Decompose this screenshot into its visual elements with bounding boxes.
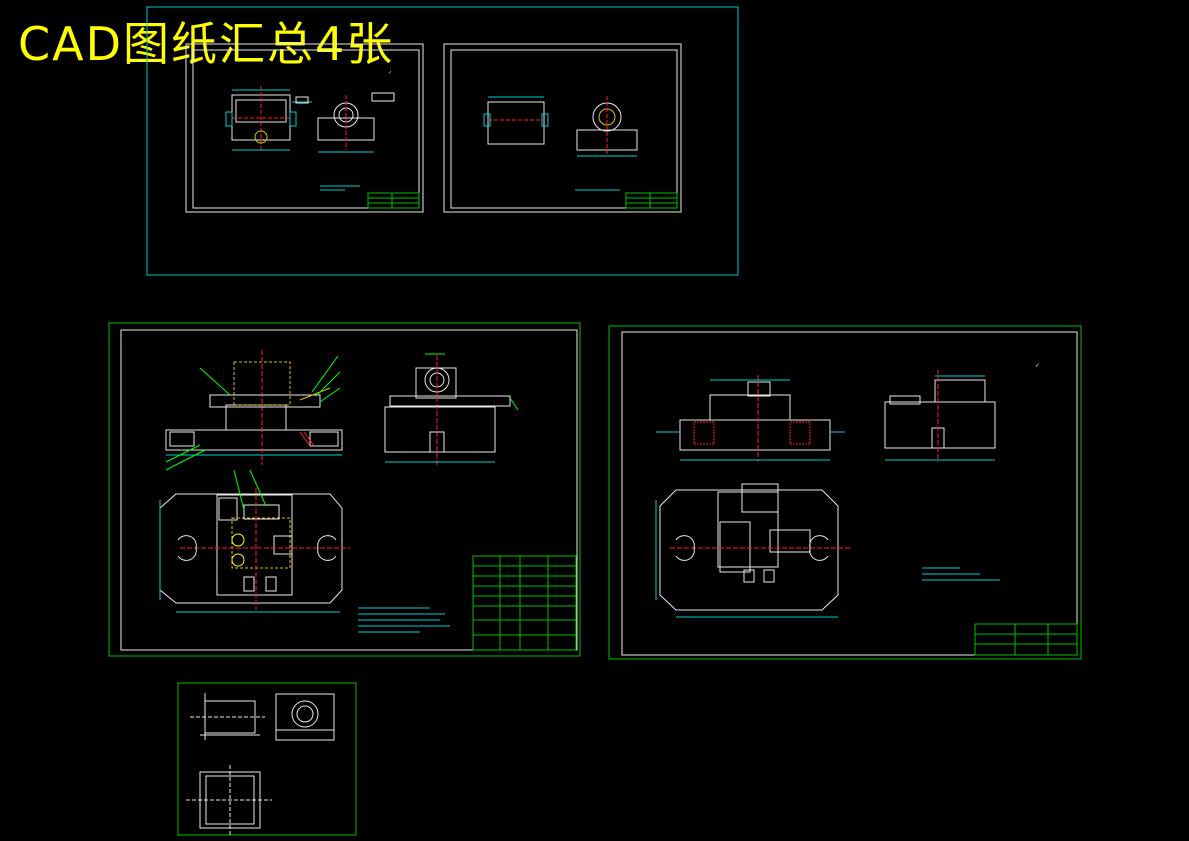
sheet-group-top: ✓ <box>146 6 739 276</box>
svg-text:✓: ✓ <box>388 70 392 76</box>
sheet-part-sketch <box>177 682 357 836</box>
part-drawing-a: ✓ <box>185 43 424 213</box>
svg-text:✓: ✓ <box>1035 362 1040 369</box>
part-drawing-b <box>443 43 682 213</box>
sheet-assembly <box>108 322 581 657</box>
sheet-fixture-body: ✓ <box>608 325 1082 660</box>
